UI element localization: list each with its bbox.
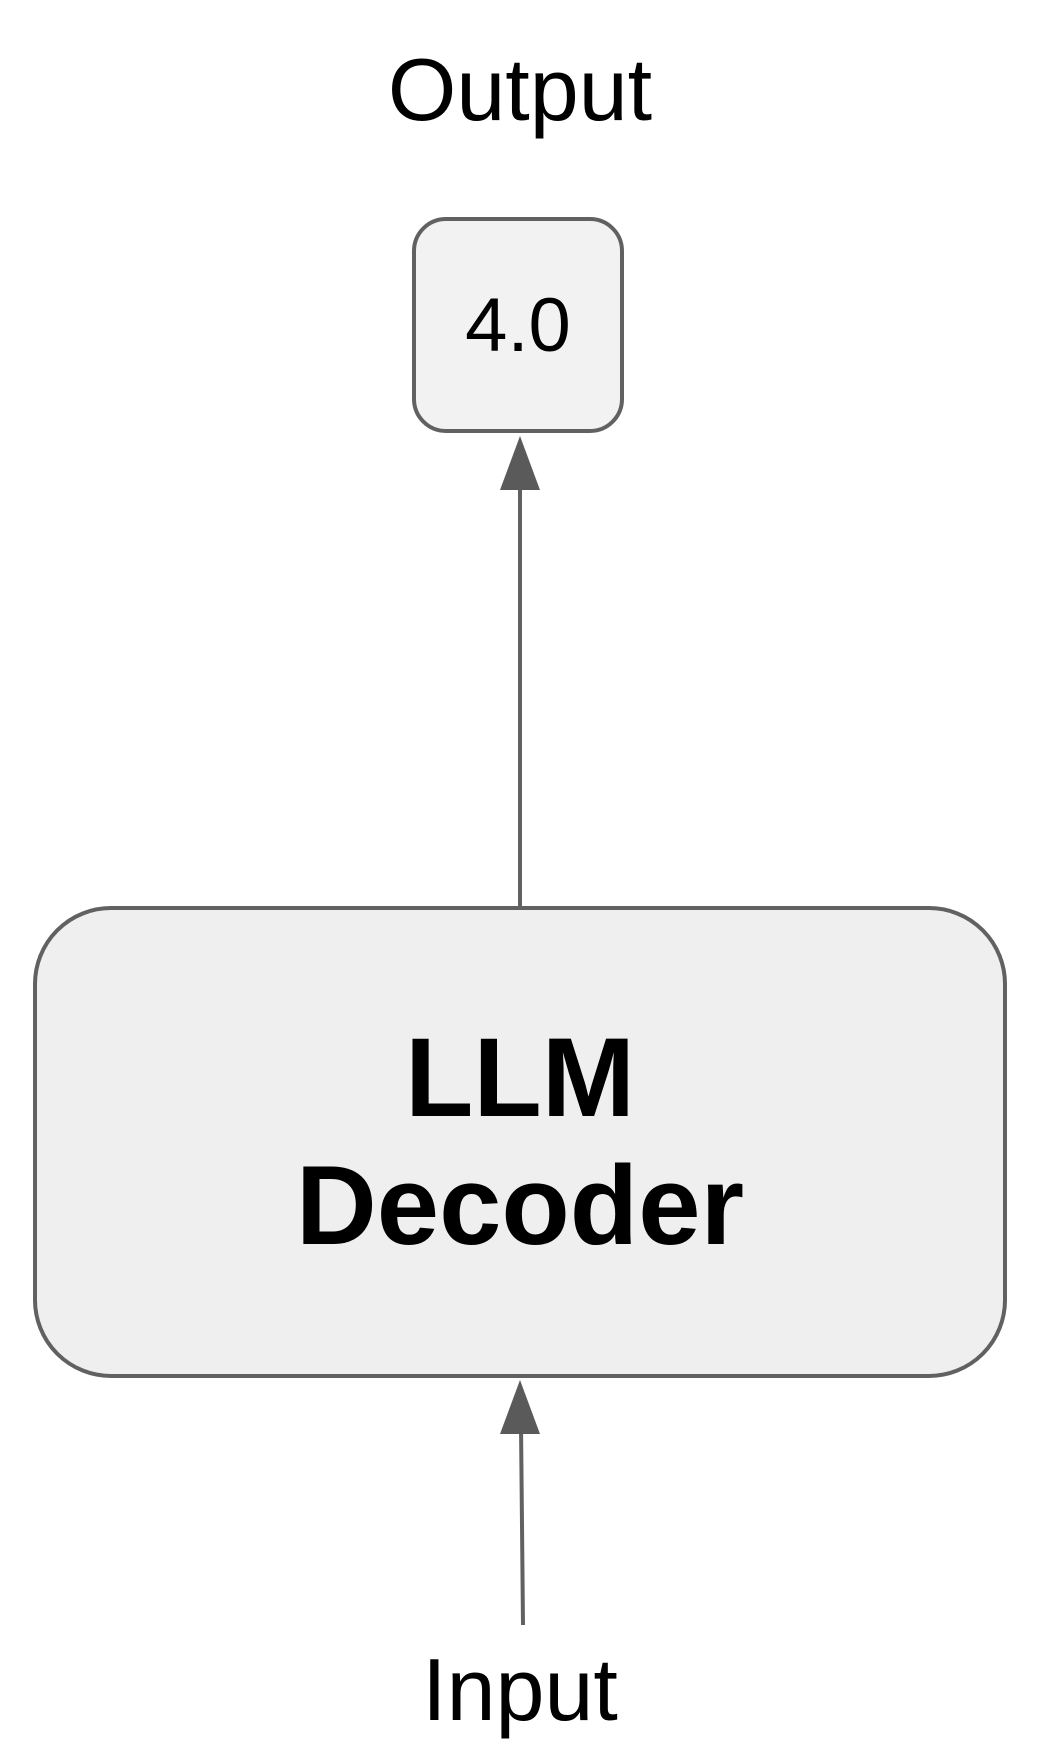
decoder-to-output-arrowhead — [500, 436, 540, 490]
input-label: Input — [422, 1640, 618, 1739]
llm-decoder-box: LLM Decoder — [33, 906, 1007, 1378]
decoder-title-line1: LLM — [404, 1015, 636, 1140]
output-value: 4.0 — [465, 282, 571, 368]
decoder-title-line2: Decoder — [295, 1143, 745, 1268]
input-to-decoder-arrow-line — [519, 1424, 525, 1626]
input-to-decoder-arrowhead — [500, 1380, 540, 1434]
output-value-box: 4.0 — [412, 217, 624, 433]
output-label: Output — [387, 40, 653, 139]
